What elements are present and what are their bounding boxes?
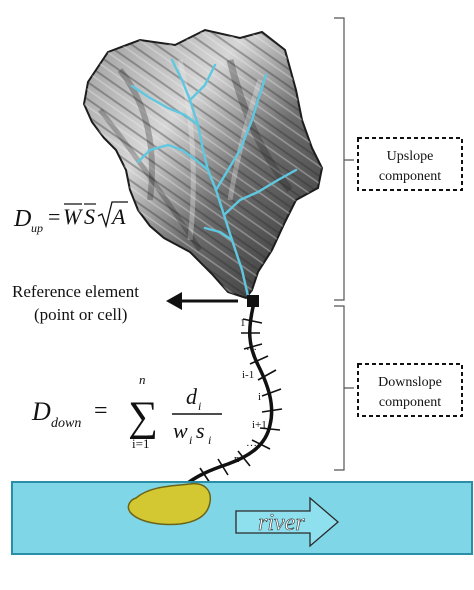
frac-num-d: d <box>186 384 198 409</box>
frac-den-i1: i <box>189 433 192 447</box>
tick-label-i-minus-1: i-1 <box>242 369 254 381</box>
d-up-equals: = <box>48 204 60 229</box>
lake <box>127 482 212 526</box>
upslope-brace <box>334 17 354 301</box>
d-up-a: A <box>110 204 126 229</box>
d-up-w: W <box>63 204 83 229</box>
upslope-box-line1: Upslope <box>387 149 434 164</box>
upslope-box-line2: component <box>379 169 441 184</box>
river: river <box>11 481 473 555</box>
reference-label-line1: Reference element <box>12 282 139 301</box>
downslope-box-line1: Downslope <box>378 375 442 390</box>
tick-label-i-plus-1: i+1 <box>252 419 267 431</box>
downslope-flowpath <box>182 305 283 488</box>
d-down-subscript: down <box>51 416 81 431</box>
frac-den-w: w <box>173 418 188 443</box>
sqrt-sign <box>97 201 128 229</box>
frac-den-i2: i <box>208 433 211 447</box>
downslope-brace <box>334 305 354 471</box>
tick-dots-top: … <box>246 341 257 353</box>
river-label: river <box>258 510 305 536</box>
stream-network <box>130 58 298 298</box>
tick-label-i: i <box>258 391 261 403</box>
tick-label-1: 1 <box>240 317 246 329</box>
upslope-box: Upslope component <box>357 137 463 191</box>
reference-label-line2: (point or cell) <box>34 305 127 324</box>
frac-den-s: s <box>196 418 205 443</box>
reference-arrow <box>166 292 238 310</box>
tick-dots-bottom: … <box>246 437 257 449</box>
sum-sigma: ∑ <box>128 394 158 440</box>
downslope-box: Downslope component <box>357 363 463 417</box>
d-up-subscript: up <box>31 221 43 235</box>
d-down-equation: D down = ∑ n i=1 d i w i s i <box>31 372 222 451</box>
reference-cell <box>247 295 259 307</box>
river-flow-arrow <box>235 496 339 548</box>
frac-num-i: i <box>198 399 201 413</box>
d-up-s: S <box>84 204 95 229</box>
d-down-equals: = <box>94 398 108 424</box>
d-up-symbol: D <box>13 206 31 232</box>
sum-upper-bound: n <box>139 372 146 387</box>
d-down-symbol: D <box>31 397 51 426</box>
watershed-hillshade <box>82 28 324 300</box>
sum-lower-bound: i=1 <box>132 436 149 451</box>
d-up-equation: D up = W S A <box>13 201 128 235</box>
downslope-box-line2: component <box>379 395 441 410</box>
tick-label-n: n <box>234 453 240 465</box>
